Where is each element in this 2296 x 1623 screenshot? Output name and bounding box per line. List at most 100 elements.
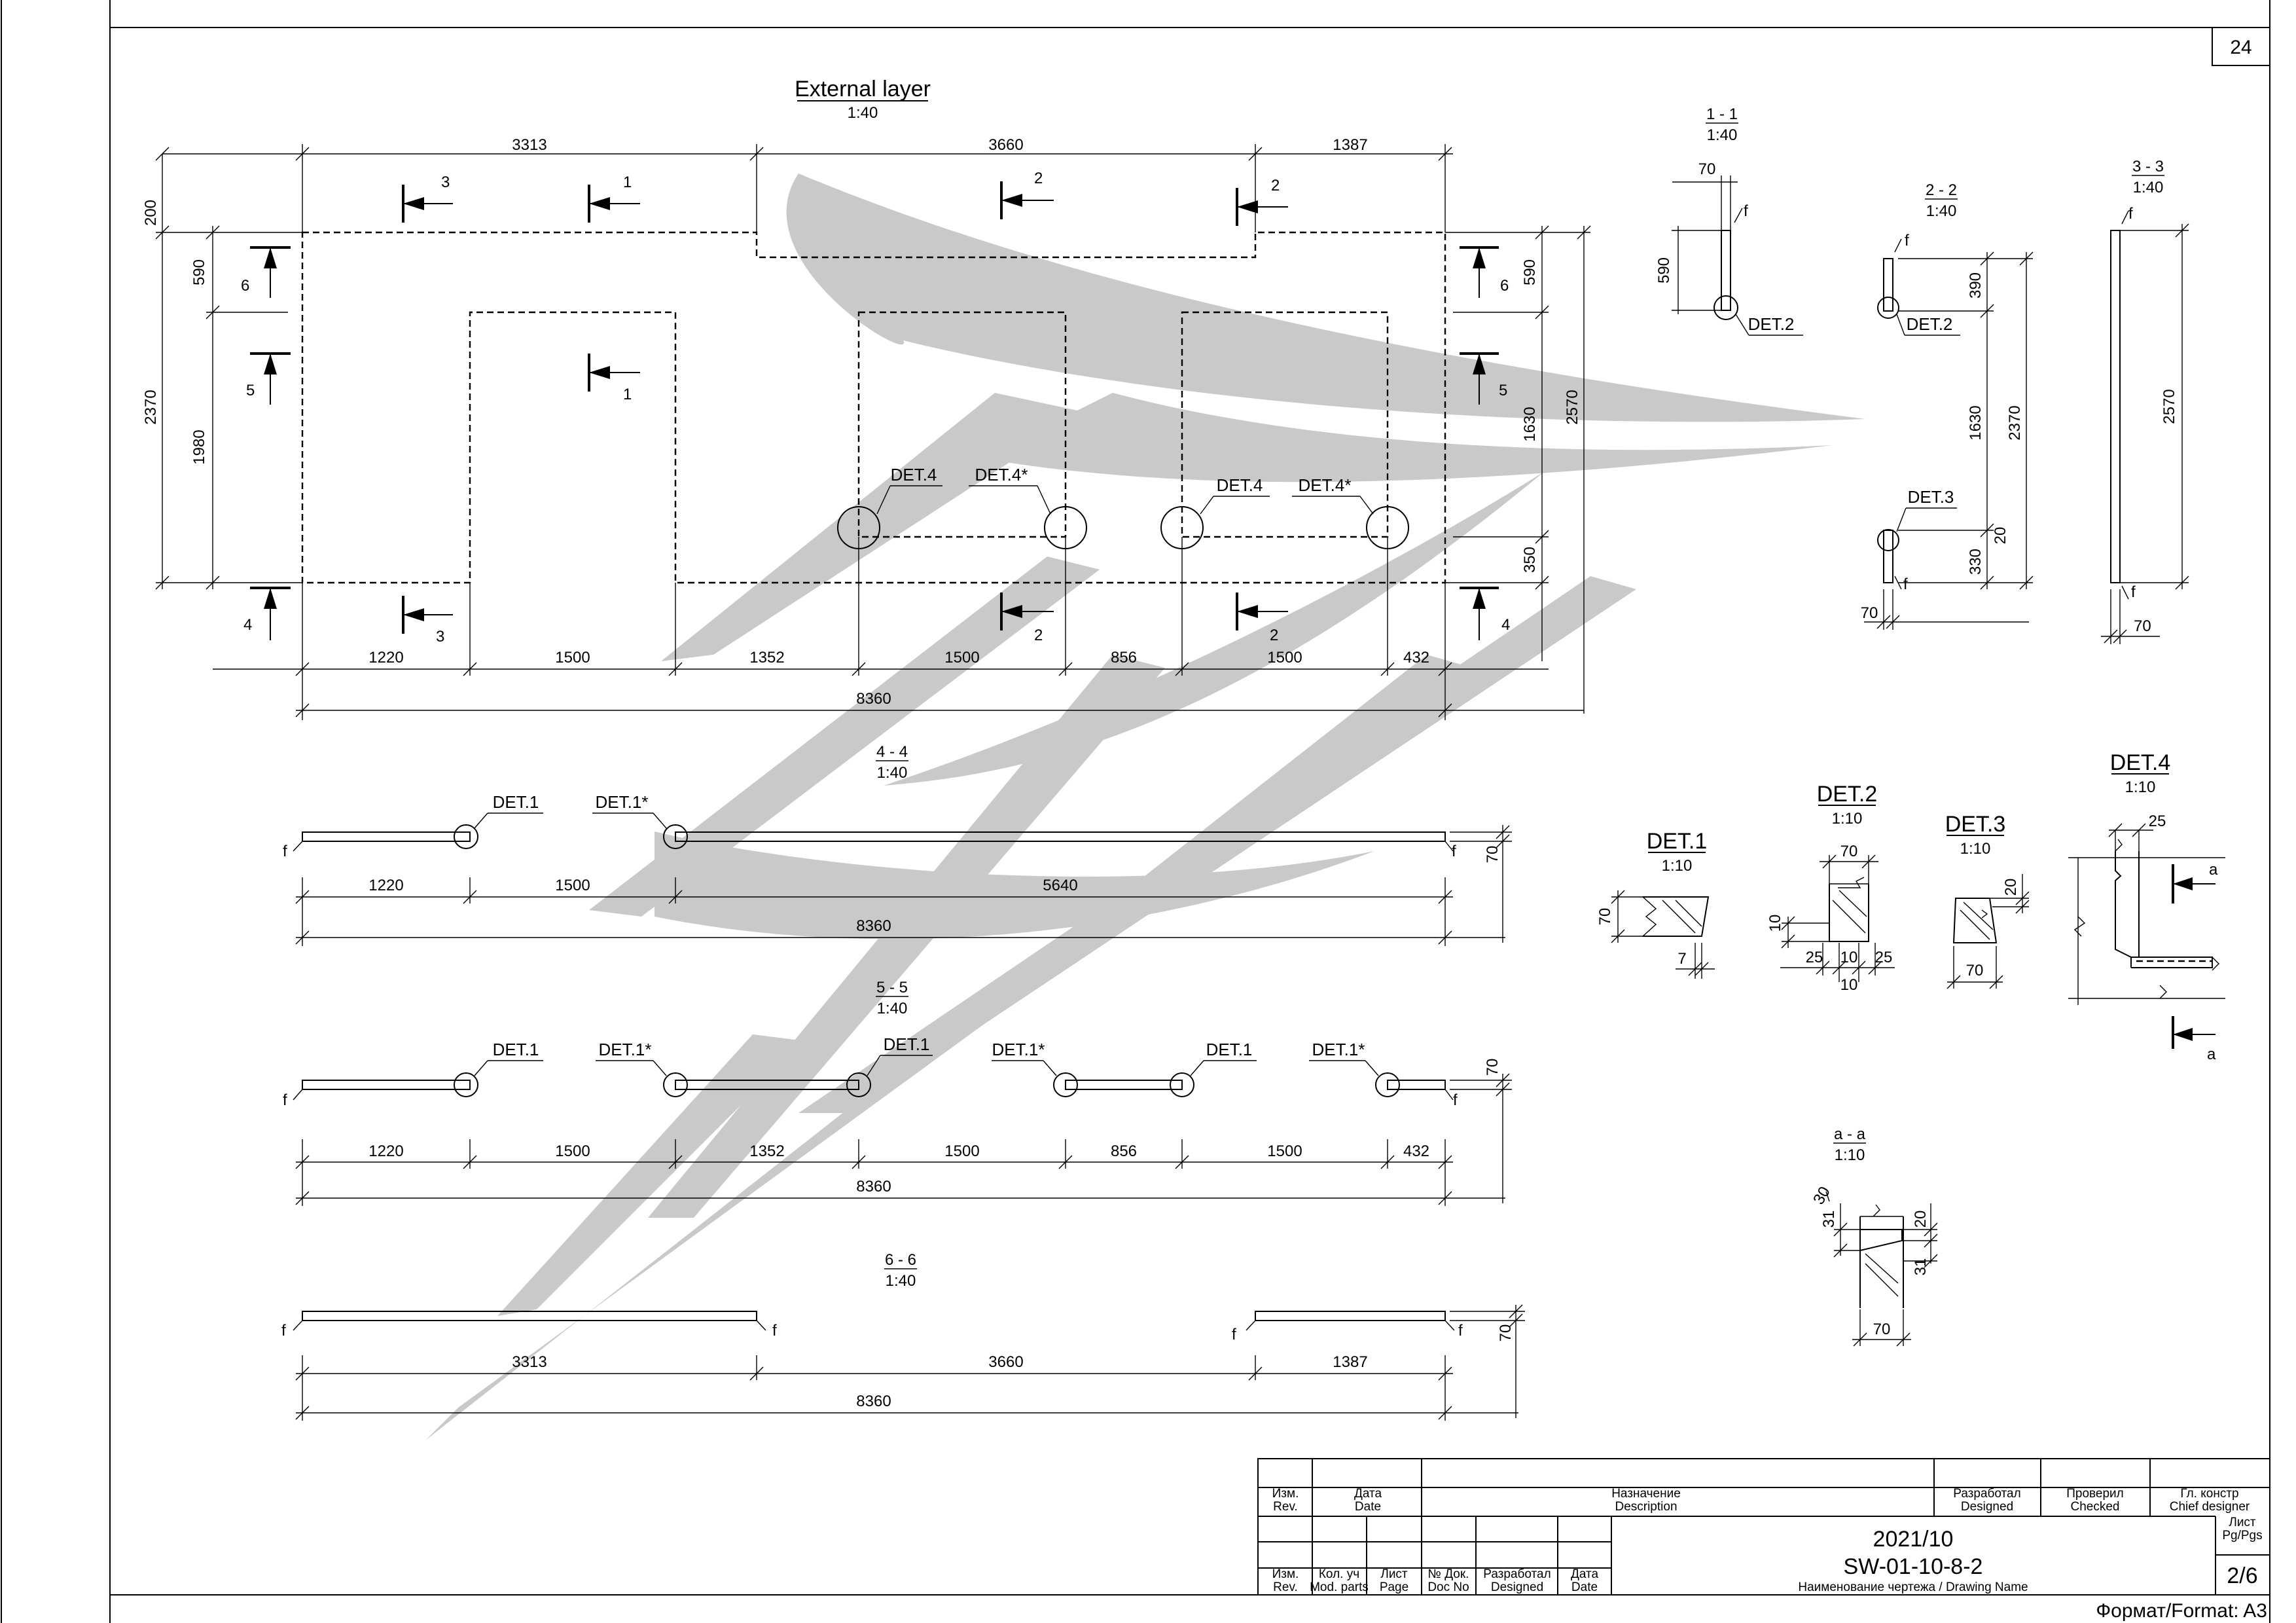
section-mark-3-bottom: 3 [436, 628, 444, 646]
tb-rev-label: Изм.Rev. [1272, 1487, 1299, 1514]
section-2-2-scale: 1:40 [1926, 202, 1957, 220]
dim-left-200: 200 [142, 200, 160, 226]
section-2-2-mark-bottom: f [1903, 575, 1908, 593]
section-5-5-dim-1: 1220 [368, 1142, 403, 1160]
section-2-2-dim-20: 20 [1992, 527, 2009, 545]
dim-top-3: 1387 [1333, 136, 1367, 154]
dim-bottom-3: 1352 [749, 649, 784, 666]
dim-bottom-7: 432 [1403, 649, 1429, 666]
section-1-1-title: 1 - 1 [1706, 105, 1738, 123]
aa-dim-31-left: 31 [1820, 1211, 1838, 1228]
section-5-5-callout-4: DET.1* [992, 1040, 1045, 1059]
dim-right-590: 590 [1521, 259, 1539, 285]
section-6-6-mark-4: f [1458, 1322, 1463, 1340]
section-1-1-mark: f [1744, 202, 1748, 220]
section-5-5-thickness: 70 [1484, 1059, 1501, 1076]
det4-dim-25: 25 [2149, 812, 2166, 830]
section-5-5-dim-5: 856 [1111, 1142, 1137, 1160]
section-2-2-dim-2370: 2370 [2006, 405, 2024, 440]
section-2-2-dim-330: 330 [1967, 549, 1984, 575]
page-number: 24 [2230, 37, 2251, 58]
section-6-6-dim-3: 1387 [1333, 1353, 1367, 1371]
callout-det4-2: DET.4 [1217, 475, 1263, 495]
section-4-4-dim-2: 1500 [555, 877, 590, 894]
section-5-5-dim-6: 1500 [1267, 1142, 1302, 1160]
dim-bottom-2: 1500 [555, 649, 590, 666]
tb-drawing-name-label: Наименование чертежа / Drawing Name [1798, 1580, 2028, 1594]
det2-dim-10-bottom: 10 [1840, 976, 1858, 994]
section-4-4-thickness: 70 [1484, 846, 1501, 864]
det3-dim-20: 20 [2002, 879, 2020, 896]
tb-row-doc-no: № Док.Doc No [1427, 1567, 1469, 1594]
section-mark-2b-top: 2 [1271, 177, 1280, 194]
section-mark-1-mid: 1 [623, 386, 632, 403]
section-4-4-dim-1: 1220 [368, 877, 403, 894]
callout-det4s-1: DET.4* [975, 465, 1028, 484]
det1-scale: 1:10 [1662, 857, 1693, 875]
section-5-5-callout-5: DET.1 [1206, 1040, 1253, 1059]
sheet-format: Формат/Format: A3 [2096, 1600, 2267, 1622]
section-1-1-dim-590: 590 [1655, 257, 1673, 283]
section-3-3-scale: 1:40 [2133, 179, 2164, 196]
section-3-3-dim-2570: 2570 [2161, 389, 2178, 424]
det3-dim-70: 70 [1966, 962, 1984, 979]
section-5-5-title: 5 - 5 [876, 979, 908, 996]
section-1-1-scale: 1:40 [1707, 126, 1738, 144]
aa-dim-70: 70 [1873, 1321, 1891, 1338]
section-mark-6-left: 6 [241, 277, 249, 295]
section-5-5-dim-2: 1500 [555, 1142, 590, 1160]
section-5-5-callout-2: DET.1* [599, 1040, 652, 1059]
det4-scale: 1:10 [2125, 778, 2156, 796]
section-1-1-dim-70: 70 [1698, 160, 1716, 178]
section-2-2-mark-top: f [1905, 232, 1909, 249]
section-5-5-callout-1: DET.1 [493, 1040, 539, 1059]
section-mark-4-left: 4 [243, 616, 252, 634]
det2-dim-10-left: 10 [1767, 915, 1784, 932]
section-4-4-dim-3: 5640 [1043, 877, 1077, 894]
section-5-5-mark-right: f [1453, 1091, 1458, 1109]
section-3-3-title: 3 - 3 [2132, 158, 2164, 175]
section-6-6-mark-1: f [281, 1322, 286, 1340]
tb-sheet-value: 2/6 [2227, 1563, 2257, 1588]
section-4-4-title: 4 - 4 [876, 743, 908, 761]
section-mark-3-top: 3 [441, 173, 450, 191]
section-4-4-mark-left: f [283, 843, 287, 860]
section-5-5-mark-left: f [283, 1091, 287, 1109]
section-6-6: 6 - 6 1:40 f f f f 3313 3660 1387 8360 7 [281, 1251, 1525, 1421]
section-5-5-callout-6: DET.1* [1312, 1040, 1365, 1059]
section-mark-2-bottom: 2 [1034, 627, 1043, 644]
callout-det4s-2: DET.4* [1299, 475, 1352, 495]
section-5-5-callout-3: DET.1 [884, 1034, 930, 1054]
aa-dim-31-right: 31 [1912, 1258, 1929, 1276]
section-6-6-scale: 1:40 [886, 1272, 916, 1290]
det3-scale: 1:10 [1960, 840, 1991, 858]
section-mark-1-top: 1 [623, 173, 632, 191]
det1-dim-7: 7 [1677, 950, 1686, 968]
dim-left-1980: 1980 [190, 429, 208, 464]
section-2-2: 2 - 2 1:40 f f DET.2 DET.3 390 1630 2370… [1861, 181, 2034, 630]
dim-right-2570: 2570 [1564, 390, 1581, 424]
dim-top-2: 3660 [988, 136, 1023, 154]
aa-title: a - a [1834, 1125, 1866, 1143]
section-4-4: 4 - 4 1:40 DET.1 DET.1* f f 1220 1500 56… [283, 743, 1512, 946]
section-2-2-dim-70: 70 [1861, 604, 1878, 622]
section-5-5: 5 - 5 1:40 DET.1 DET.1* DET.1 DET.1* DET… [283, 979, 1512, 1206]
detail-det4: DET.4 1:10 25 a a [2068, 750, 2225, 1063]
section-2-2-callout-det2: DET.2 [1907, 314, 1953, 334]
section-mark-2b-bottom: 2 [1270, 627, 1278, 644]
section-5-5-dim-7: 432 [1403, 1142, 1429, 1160]
dim-right-1630: 1630 [1521, 407, 1539, 441]
det2-dim-25-right: 25 [1875, 949, 1893, 966]
external-layer-plan: External layer 1:40 DET.4 DET.4* DET.4 D… [142, 77, 1591, 720]
section-5-5-scale: 1:40 [877, 1000, 908, 1017]
